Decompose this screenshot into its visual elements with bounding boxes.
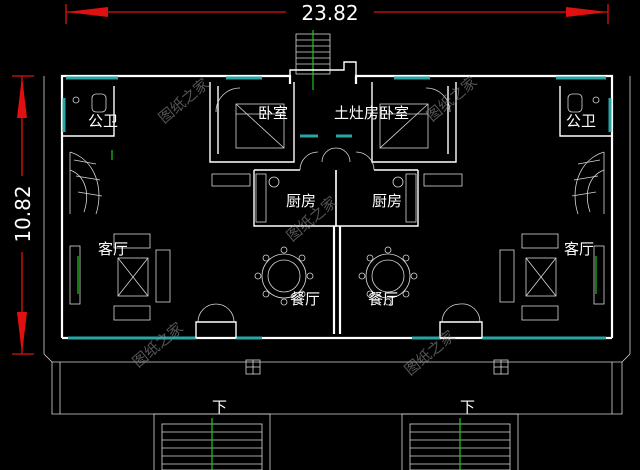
watermark: 图纸之家 <box>129 319 187 371</box>
stair-down-label-right: 下 <box>460 398 475 416</box>
width-label: 23.82 <box>301 1 358 25</box>
room-label-kitchen-right: 厨房 <box>372 192 402 210</box>
arrow-up-icon <box>17 76 27 118</box>
dining-right-table <box>358 246 418 306</box>
living-right-furniture <box>499 233 605 321</box>
room-label-dining-left: 餐厅 <box>290 290 320 308</box>
kitchen-counters <box>211 173 463 223</box>
room-label-living-right: 客厅 <box>564 240 594 258</box>
dimension-depth: 10.82 <box>10 75 35 355</box>
room-label-kitchen-left: 厨房 <box>286 192 316 210</box>
front-stair-right <box>401 413 519 470</box>
stair-down-label-left: 下 <box>212 398 227 416</box>
room-label-toilet-left: 公卫 <box>88 112 118 130</box>
terrace-columns <box>245 359 509 375</box>
arrow-left-icon <box>66 7 108 17</box>
beds <box>235 103 429 149</box>
room-label-bedroom-left: 卧室 <box>258 104 288 122</box>
front-stair-left <box>153 413 271 470</box>
room-label-living-left: 客厅 <box>98 240 128 258</box>
axis-marks <box>77 150 597 294</box>
watermark: 图纸之家 <box>155 75 213 127</box>
watermark: 图纸之家 <box>423 73 481 125</box>
watermark: 图纸之家 <box>401 327 459 379</box>
outer-walls <box>43 74 631 415</box>
room-label-toilet-right: 公卫 <box>566 112 596 130</box>
depth-label: 10.82 <box>11 185 35 242</box>
living-left-furniture <box>69 233 171 321</box>
room-label-stove-room-bedroom: 土灶房卧室 <box>334 104 409 122</box>
arrow-right-icon <box>566 7 608 17</box>
dimension-width: 23.82 <box>65 1 609 25</box>
dining-left-table <box>254 246 314 306</box>
toilet-fixtures <box>72 93 600 113</box>
arrow-down-icon <box>17 312 27 354</box>
interior-walls <box>62 82 612 338</box>
spiral-stairs <box>69 151 605 215</box>
rear-stair <box>289 30 357 90</box>
room-label-dining-right: 餐厅 <box>368 290 398 308</box>
windows <box>62 76 612 340</box>
door-swings <box>197 87 481 323</box>
